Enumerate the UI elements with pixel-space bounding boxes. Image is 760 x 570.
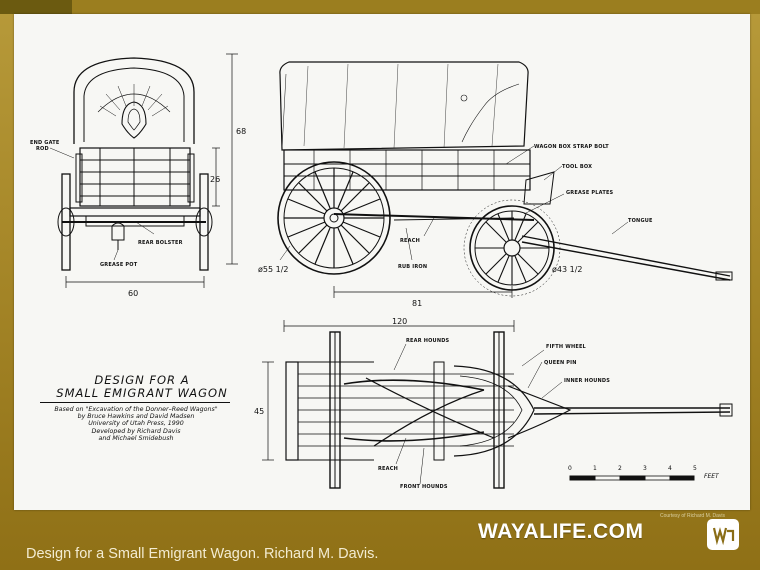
label-rear-bolster: REAR BOLSTER: [138, 240, 183, 246]
label-grease-plates: GREASE PLATES: [566, 190, 614, 196]
plaque-title-line1: DESIGN FOR A: [94, 373, 190, 387]
caption: Design for a Small Emigrant Wagon. Richa…: [26, 546, 379, 562]
dim-height-total: 68: [236, 127, 246, 136]
label-grease-pot: GREASE POT: [100, 262, 138, 268]
label-reach-plan: REACH: [378, 466, 398, 472]
label-tongue: TONGUE: [628, 218, 653, 224]
top-strip: [0, 0, 760, 14]
label-front-hounds: FRONT HOUNDS: [400, 484, 448, 490]
label-fifth-wheel: FIFTH WHEEL: [546, 344, 587, 350]
plaque-title: DESIGN FOR A SMALL EMIGRANT WAGON: [52, 374, 232, 400]
scale-tick: 0: [568, 465, 572, 472]
credit-line: Developed by Richard Davis: [91, 427, 181, 435]
title-rule: [40, 402, 230, 403]
brand-logo-icon: [707, 519, 739, 550]
front-view: [49, 53, 238, 288]
dim-plan-width: 45: [254, 407, 264, 416]
courtesy-note: Courtesy of Richard M. Davis: [660, 513, 726, 519]
label-tool-box: TOOL BOX: [562, 164, 592, 170]
wagon-drawing: 68 26 60 ø55 1/2 81 ø43 1/2 120 45 END G…: [30, 53, 733, 490]
plaque-title-line2: SMALL EMIGRANT WAGON: [56, 386, 228, 400]
scale-bar: [569, 475, 695, 481]
scale-tick: 2: [618, 465, 622, 472]
label-queen-pin: QUEEN PIN: [544, 360, 577, 366]
label-rear-hounds: REAR HOUNDS: [406, 338, 450, 344]
label-rub-iron: RUB IRON: [398, 264, 427, 270]
scale-tick: 4: [668, 465, 672, 472]
dim-wheelbase: 81: [412, 299, 422, 308]
plan-view: [262, 320, 733, 489]
label-reach-side: REACH: [400, 238, 420, 244]
credit-line: by Bruce Hawkins and David Madsen: [77, 413, 195, 421]
dim-box-height: 26: [210, 175, 220, 184]
label-wagon-box-strap-bolt: WAGON BOX STRAP BOLT: [534, 144, 609, 150]
credit-line: Based on "Excavation of the Donner–Reed …: [54, 406, 218, 413]
scale-unit: FEET: [704, 473, 719, 480]
dim-front-width: 60: [128, 289, 138, 298]
label-inner-hounds: INNER HOUNDS: [564, 378, 610, 384]
plaque-credits: Based on "Excavation of the Donner–Reed …: [36, 406, 236, 442]
side-view: [277, 61, 733, 298]
credit-line: University of Utah Press, 1990: [88, 420, 184, 428]
dim-rear-wheel: ø55 1/2: [258, 265, 289, 274]
credit-line: and Michael Smidebush: [98, 434, 174, 442]
scale-tick: 5: [693, 465, 697, 472]
brand-watermark: WAYALIFE.COM: [478, 520, 644, 543]
label-end-gate-rod: ROD: [36, 146, 49, 152]
label-end-gate: END GATE: [30, 140, 60, 146]
scale-tick: 1: [593, 465, 597, 472]
dim-front-wheel: ø43 1/2: [552, 265, 583, 274]
scale-tick: 3: [643, 465, 647, 472]
top-left-band: [0, 0, 72, 14]
dim-overall-length: 120: [392, 317, 407, 326]
drawing-plate: 68 26 60 ø55 1/2 81 ø43 1/2 120 45 END G…: [14, 14, 750, 510]
